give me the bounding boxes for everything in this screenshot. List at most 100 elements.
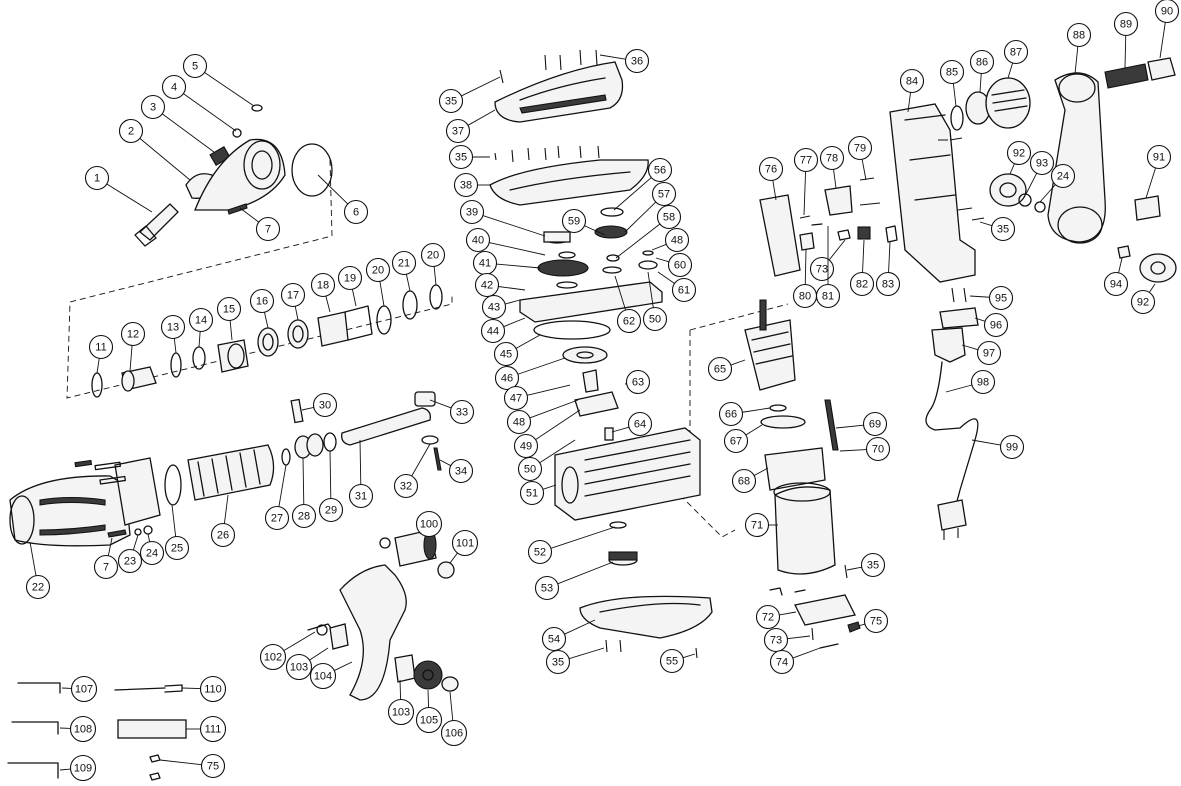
callout-35: 35 bbox=[979, 216, 1016, 242]
callout-96: 96 bbox=[974, 312, 1009, 338]
part-number-label: 110 bbox=[204, 684, 222, 696]
callout-circle bbox=[642, 306, 668, 332]
callout-65: 65 bbox=[707, 356, 746, 382]
callout-34: 34 bbox=[439, 458, 474, 484]
part-number-label: 99 bbox=[1006, 442, 1018, 454]
callout-21: 21 bbox=[391, 250, 417, 292]
callout-102: 102 bbox=[259, 631, 316, 671]
leader-line bbox=[283, 631, 316, 651]
leader-line bbox=[1149, 283, 1156, 293]
callout-circle bbox=[465, 227, 491, 253]
callout-circle bbox=[731, 468, 757, 494]
part-number-label: 41 bbox=[479, 258, 491, 270]
motor-71 bbox=[774, 486, 836, 575]
callout-circle bbox=[627, 411, 653, 437]
part-number-label: 78 bbox=[826, 153, 838, 165]
callout-circle bbox=[264, 505, 290, 531]
callout-73: 73 bbox=[763, 627, 811, 653]
switch-72 bbox=[794, 594, 856, 626]
leader-line bbox=[828, 239, 846, 261]
callout-circle bbox=[139, 540, 165, 566]
callout-46: 46 bbox=[494, 357, 566, 391]
callout-23: 23 bbox=[117, 534, 143, 574]
callout-50: 50 bbox=[642, 271, 668, 332]
part-number-label: 72 bbox=[762, 612, 774, 624]
large-gear bbox=[537, 259, 589, 277]
callout-circle bbox=[445, 118, 471, 144]
part-number-label: 22 bbox=[32, 582, 44, 594]
stator-68 bbox=[764, 447, 826, 491]
callout-circle bbox=[988, 285, 1014, 311]
callout-84: 84 bbox=[899, 68, 925, 113]
callout-circle bbox=[249, 288, 275, 314]
leader-line bbox=[325, 296, 331, 313]
callout-circle bbox=[200, 753, 226, 779]
callout-82: 82 bbox=[849, 239, 875, 297]
callout-35: 35 bbox=[448, 144, 490, 170]
callout-77: 77 bbox=[793, 147, 819, 216]
leader-line bbox=[1124, 35, 1127, 69]
callout-circle bbox=[182, 53, 208, 79]
part-number-label: 48 bbox=[671, 235, 683, 247]
callout-circle bbox=[624, 48, 650, 74]
callout-circle bbox=[970, 369, 996, 395]
leader-line bbox=[264, 312, 269, 329]
callout-circle bbox=[506, 409, 532, 435]
callout-circle bbox=[769, 649, 795, 675]
part-number-label: 36 bbox=[631, 56, 643, 68]
callout-83: 83 bbox=[875, 241, 901, 297]
callout-circle bbox=[793, 147, 819, 173]
callout-circle bbox=[365, 257, 391, 283]
part-number-label: 35 bbox=[997, 224, 1009, 236]
leader-line bbox=[309, 647, 329, 661]
part-number-label: 34 bbox=[455, 466, 467, 478]
part-number-label: 33 bbox=[456, 407, 468, 419]
part-number-label: 71 bbox=[751, 520, 763, 532]
callout-circle bbox=[616, 308, 642, 334]
spring bbox=[209, 146, 231, 166]
callout-circle bbox=[70, 675, 98, 703]
hex-key-108 bbox=[11, 721, 59, 735]
callout-91: 91 bbox=[1145, 144, 1172, 199]
part-number-label: 13 bbox=[167, 322, 179, 334]
callout-103: 103 bbox=[285, 647, 329, 681]
callout-circle bbox=[999, 434, 1025, 460]
leader-line bbox=[846, 566, 862, 571]
part-number-label: 5 bbox=[192, 61, 198, 73]
callout-circle bbox=[1050, 163, 1076, 189]
part-number-label: 30 bbox=[319, 400, 331, 412]
part-number-label: 96 bbox=[990, 320, 1002, 332]
callout-6: 6 bbox=[317, 174, 369, 225]
part-number-label: 83 bbox=[882, 279, 894, 291]
leader-line bbox=[139, 138, 191, 181]
callout-circle bbox=[480, 318, 506, 344]
leader-line bbox=[779, 611, 797, 616]
callout-circle bbox=[1146, 144, 1172, 170]
part-number-label: 7 bbox=[265, 224, 271, 236]
callout-circle bbox=[659, 648, 685, 674]
part-number-label: 40 bbox=[472, 235, 484, 247]
part-number-label: 25 bbox=[171, 543, 183, 555]
part-number-label: 35 bbox=[867, 560, 879, 572]
callout-circle bbox=[216, 296, 242, 322]
leader-line bbox=[657, 271, 675, 284]
part-number-label: 85 bbox=[946, 67, 958, 79]
callout-circle bbox=[1029, 150, 1055, 176]
leader-line bbox=[833, 169, 837, 189]
callout-101: 101 bbox=[449, 529, 479, 564]
part-number-label: 59 bbox=[568, 216, 580, 228]
part-number-label: 62 bbox=[623, 316, 635, 328]
part-number-label: 73 bbox=[816, 264, 828, 276]
callout-circle bbox=[474, 272, 500, 298]
leader-line bbox=[107, 537, 113, 556]
callout-circle bbox=[285, 653, 313, 681]
leader-line bbox=[1118, 257, 1123, 273]
callout-circle bbox=[120, 321, 146, 347]
base-plate-54 bbox=[579, 595, 713, 639]
motor-flange bbox=[114, 457, 161, 526]
part-number-label: 48 bbox=[513, 417, 525, 429]
leader-line bbox=[550, 526, 616, 549]
callout-2: 2 bbox=[118, 118, 191, 181]
leader-line bbox=[489, 242, 546, 256]
cord-sleeve-97 bbox=[931, 327, 966, 363]
